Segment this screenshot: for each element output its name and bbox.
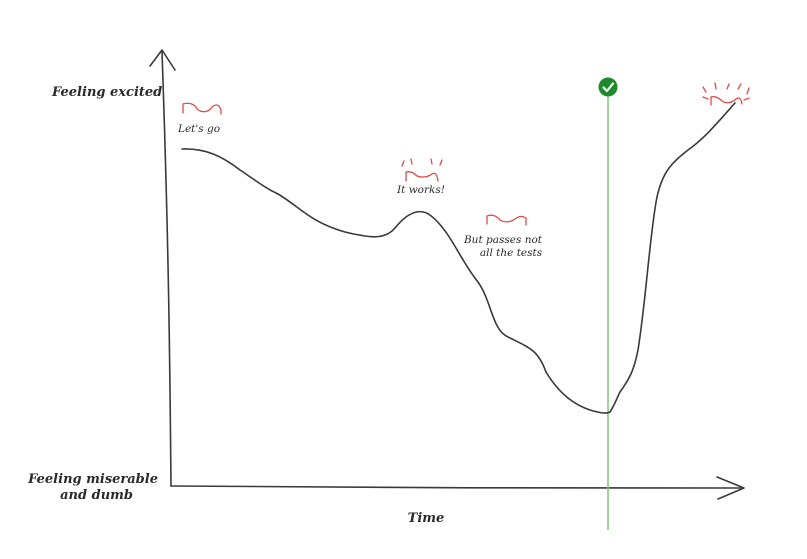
annotation-decline-line1: But passes not: [463, 234, 543, 246]
neutral-face-icon: [182, 102, 222, 115]
ecstatic-face-icon: [702, 82, 750, 106]
feeling-curve: [181, 102, 736, 414]
x-axis-arrowhead: [716, 476, 745, 500]
y-axis-arrowhead: [149, 49, 176, 71]
y-axis: [161, 51, 172, 487]
x-axis: [170, 485, 743, 490]
annotation-decline-line2: all the tests: [480, 247, 543, 259]
check-circle-icon: [598, 77, 618, 97]
y-axis-bottom-label-line1: Feeling miserable: [27, 472, 158, 487]
annotation-start: Let's go: [177, 123, 220, 135]
y-axis-top-label: Feeling excited: [51, 85, 162, 100]
y-axis-bottom-label-line2: and dumb: [60, 488, 133, 503]
happy-face-icon: [401, 158, 443, 182]
x-axis-label: Time: [408, 511, 445, 526]
worried-face-icon: [486, 214, 527, 226]
annotation-peak: It works!: [396, 184, 445, 196]
